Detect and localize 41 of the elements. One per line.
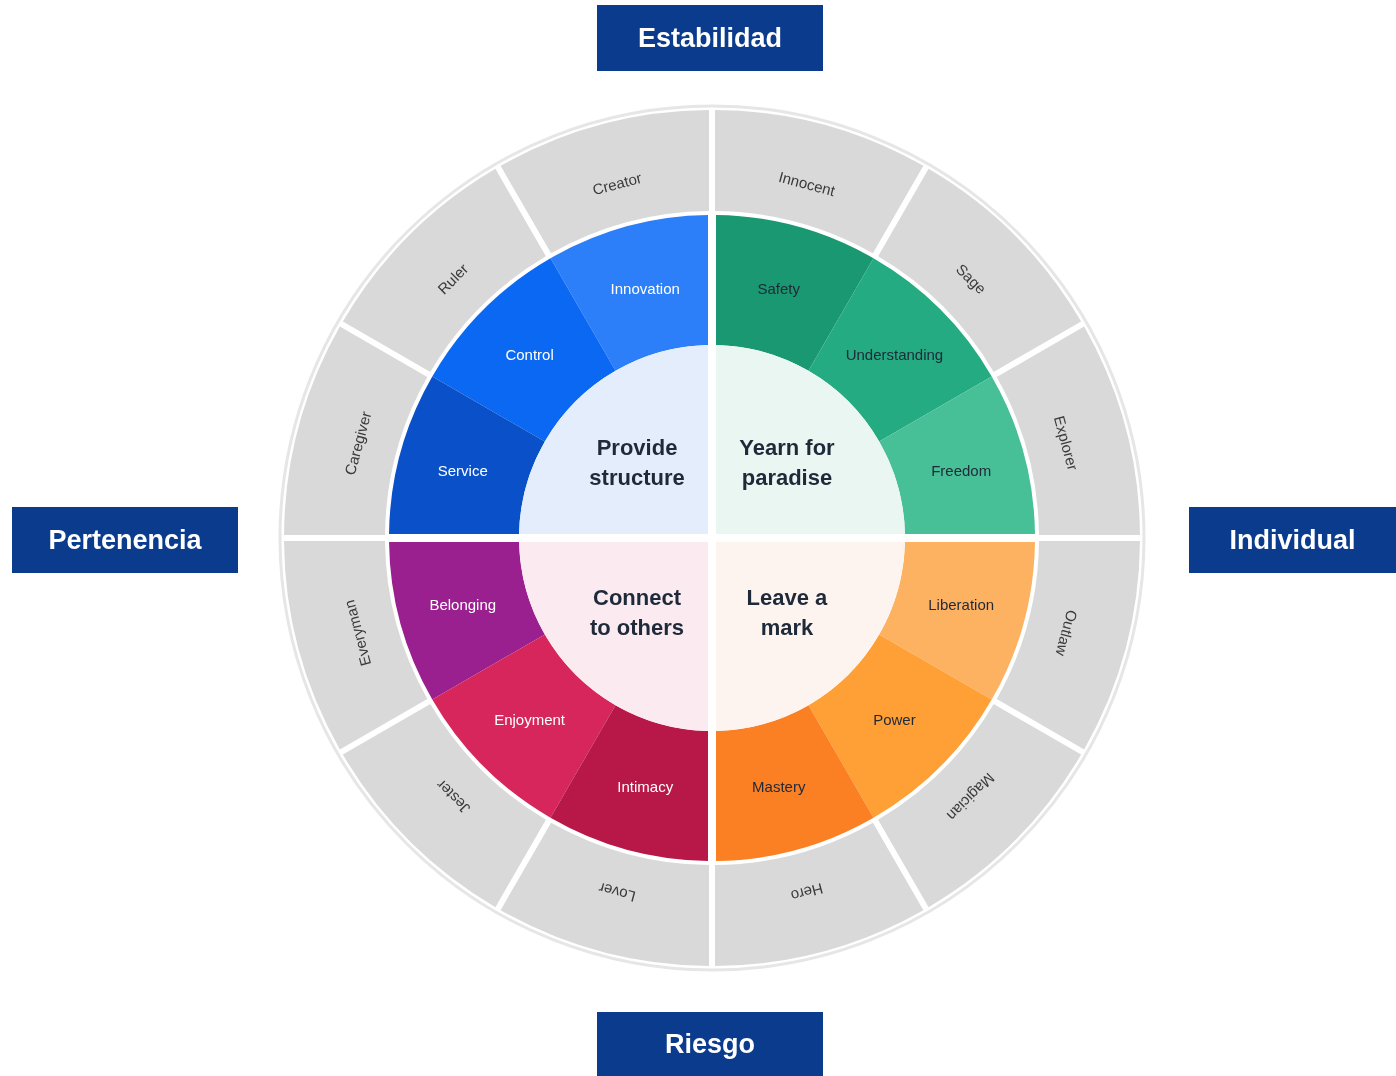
wheel-sector (432, 634, 616, 818)
wheel-sector (879, 542, 1035, 700)
sector-label: Everyman (339, 597, 376, 669)
sector-label: Yearn for paradise (738, 434, 836, 493)
sector-label: Liberation (928, 594, 995, 615)
sector-label: Safety (757, 278, 801, 299)
sector-label: Leave a mark (745, 583, 829, 642)
sector-label: Mastery (752, 776, 806, 797)
wheel-sector (996, 541, 1140, 750)
wheel-sector (389, 542, 545, 700)
wheel-sector (879, 376, 1035, 534)
sector-label: Freedom (931, 460, 992, 481)
sector-label: Creator (590, 168, 645, 201)
sector-label: Provide structure (588, 434, 686, 493)
sector-label: Connect to others (588, 583, 686, 642)
sector-label: Hero (788, 878, 826, 907)
wheel-sector (716, 705, 874, 861)
wheel-sector (500, 822, 709, 966)
sector-label: Intimacy (617, 776, 674, 797)
axis-label-box: Riesgo (597, 1012, 823, 1076)
wheel-sector (284, 541, 428, 750)
sector-label: Belonging (429, 594, 497, 615)
wheel-sector (715, 110, 924, 254)
axis-label-box: Estabilidad (597, 5, 823, 71)
sector-label: Power (873, 710, 916, 731)
sector-label: Service (437, 460, 488, 481)
sector-label: Enjoyment (494, 710, 565, 731)
sector-label: Innovation (610, 278, 680, 299)
axis-label-box: Pertenencia (12, 507, 238, 573)
wheel-sector (284, 326, 428, 535)
sector-label: Control (505, 345, 554, 366)
wheel-sector (389, 376, 545, 534)
sector-label: Lover (596, 878, 639, 908)
sector-label: Innocent (776, 167, 838, 202)
sector-label: Explorer (1049, 413, 1083, 474)
wheel-sector (996, 326, 1140, 535)
wheel-sector (715, 822, 924, 966)
sector-label: Outlaw (1051, 607, 1082, 659)
axis-label-box: Individual (1189, 507, 1396, 573)
wheel-sector (500, 110, 709, 254)
sector-label: Understanding (845, 345, 944, 366)
